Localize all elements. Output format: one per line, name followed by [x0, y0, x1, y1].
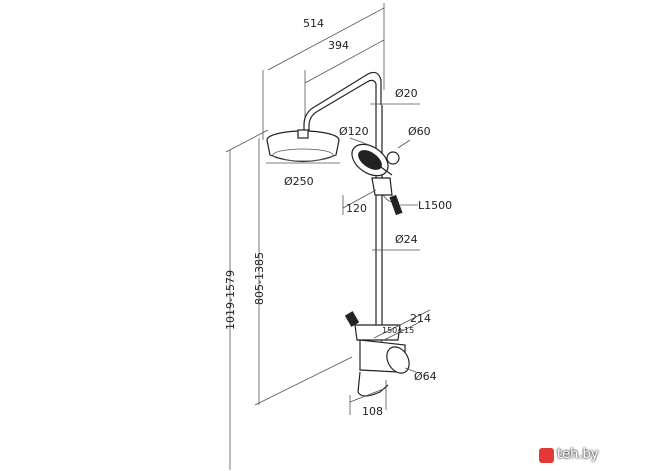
- label-mixer-knob: Ø64: [414, 370, 437, 383]
- label-pipe-diameter: Ø24: [395, 233, 418, 246]
- label-holder: Ø60: [408, 125, 431, 138]
- dim-pipe-diameter: Ø24: [372, 233, 420, 251]
- label-head-diameter: Ø250: [284, 175, 314, 188]
- label-514: 514: [303, 17, 324, 30]
- watermark-text: teh.by: [557, 447, 599, 462]
- dim-height-range-a: 805-1385: [253, 138, 353, 406]
- dim-hose-length: L1500: [400, 199, 452, 212]
- label-394: 394: [328, 39, 349, 52]
- dim-hand-shower: Ø120 Ø60: [339, 125, 431, 149]
- dim-mixer-width: 214 150±15: [373, 309, 431, 343]
- vertical-rail: [375, 105, 383, 330]
- label-height-a: 805-1385: [253, 252, 266, 305]
- label-mixer-width: 214: [410, 312, 431, 325]
- dim-head-diameter: Ø250: [266, 162, 340, 188]
- mixer: [344, 311, 410, 397]
- dim-total-width: 514: [262, 3, 385, 140]
- dim-holder-offset: 120: [342, 189, 377, 215]
- dim-mixer-knob: Ø64: [404, 367, 437, 383]
- label-height-b: 1019-1579: [224, 270, 237, 330]
- hand-shower: [351, 143, 403, 216]
- label-rail-diameter: Ø20: [395, 87, 418, 100]
- dim-height-range-b: 1019-1579: [224, 129, 269, 470]
- label-holder-offset: 120: [346, 202, 367, 215]
- head-shower: [266, 129, 340, 163]
- label-spout: 108: [362, 405, 383, 418]
- label-mixer-tolerance: 150±15: [382, 326, 414, 335]
- label-hand-shower: Ø120: [339, 125, 369, 138]
- shower-arm: [303, 71, 382, 136]
- label-hose-length: L1500: [418, 199, 452, 212]
- dim-spout: 108: [349, 380, 387, 418]
- dim-rail-diameter: Ø20: [370, 87, 420, 105]
- site-watermark: teh.by: [539, 446, 659, 466]
- brand-logo-icon: [539, 448, 554, 463]
